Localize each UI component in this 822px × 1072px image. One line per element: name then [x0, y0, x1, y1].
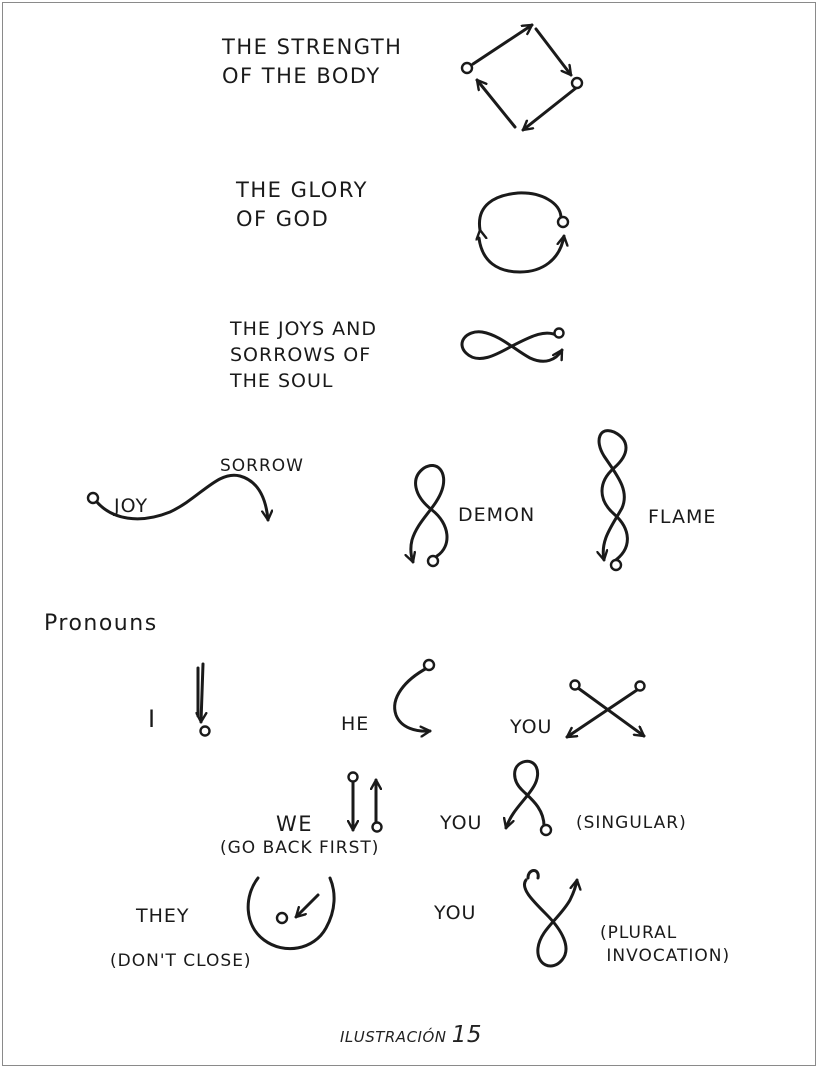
he-glyph	[395, 660, 434, 731]
label-we: WE	[276, 810, 313, 839]
demon-glyph	[411, 465, 447, 566]
they-glyph	[248, 878, 334, 949]
figure-caption: ILUSTRACIÓN 15	[0, 1022, 822, 1048]
label-pronouns: Pronouns	[44, 609, 158, 639]
label-joy: JOY	[114, 493, 148, 519]
label-singular-note: (SINGULAR)	[576, 812, 687, 835]
label-he: HE	[341, 711, 369, 737]
glory-glyph	[479, 193, 568, 272]
you-cross-glyph	[567, 681, 645, 738]
label-they: THEY	[136, 903, 190, 929]
caption-number: 15	[452, 1022, 482, 1048]
label-demon: DEMON	[458, 502, 535, 528]
label-flame: FLAME	[648, 504, 716, 530]
label-we-note: (GO BACK FIRST)	[220, 837, 379, 860]
strength-glyph	[462, 25, 582, 130]
label-i: I	[148, 703, 157, 736]
label-you-invocation: YOU	[434, 900, 476, 926]
flame-glyph	[599, 431, 627, 570]
caption-text: ILUSTRACIÓN	[340, 1028, 447, 1046]
label-they-note: (DON'T CLOSE)	[110, 950, 252, 973]
infinity-glyph	[462, 329, 564, 362]
label-glory-of-god: THE GLORY OF GOD	[236, 176, 368, 234]
you-invocation-glyph	[524, 871, 577, 967]
you-singular-glyph	[506, 761, 551, 835]
we-glyph	[349, 773, 382, 832]
label-you-singular: YOU	[440, 810, 482, 836]
label-you-cross: YOU	[510, 714, 552, 740]
label-sorrow: SORROW	[220, 455, 304, 478]
label-strength-of-the-body: THE STRENGTH OF THE BODY	[222, 33, 402, 91]
label-invocation-note: (PLURAL INVOCATION)	[600, 922, 730, 969]
label-joys-and-sorrows: THE JOYS AND SORROWS OF THE SOUL	[230, 316, 377, 395]
i-glyph	[198, 664, 210, 736]
